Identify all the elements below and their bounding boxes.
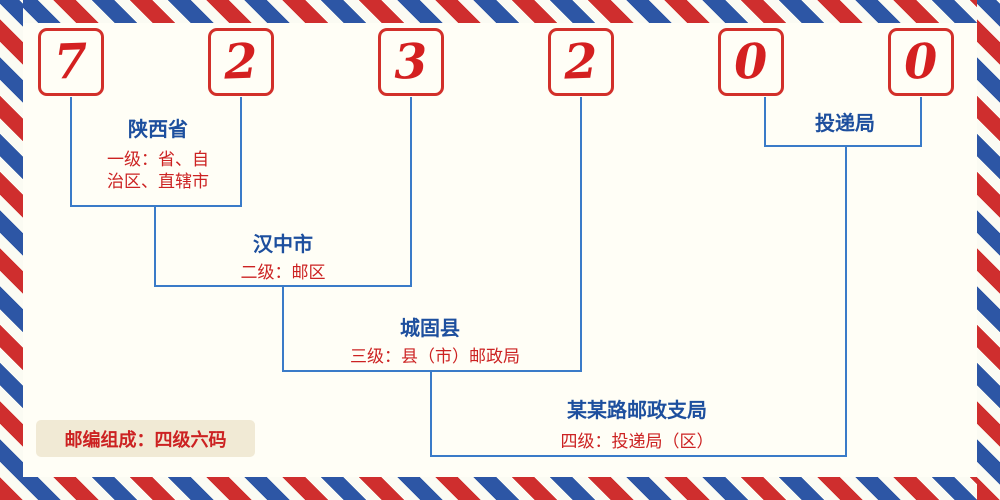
delivery-office-label: 投递局 [815,111,875,135]
level1-desc-line2: 治区、直辖市 [107,172,209,192]
digit-5: 0 [733,33,769,91]
level2-desc: 二级：邮区 [240,263,326,283]
digit-box-1: 7 [38,28,104,96]
level4-name: 某某路邮政支局 [567,398,707,422]
digit-box-6: 0 [888,28,954,96]
digit-1: 7 [53,33,89,91]
level1-name: 陕西省 [128,117,188,141]
digit-box-5: 0 [718,28,784,96]
connector-l3-bottom [282,370,582,372]
airmail-border-bottom [0,477,1000,500]
connector-delivery-left [764,97,766,147]
digit-box-2: 2 [208,28,274,96]
level2-name: 汉中市 [253,232,313,256]
composition-note-label: 邮编组成：四级六码 [64,429,227,451]
airmail-border-top [0,0,1000,23]
airmail-border-right [977,0,1000,500]
connector-l3-left [282,285,284,372]
digit-2: 2 [223,33,259,91]
connector-l2-left [154,205,156,287]
connector-l3-right [580,97,582,372]
level3-desc: 三级：县（市）邮政局 [350,347,520,367]
digit-3: 3 [393,33,429,91]
connector-delivery-right [920,97,922,147]
digit-box-3: 3 [378,28,444,96]
connector-l4-left [430,370,432,457]
connector-l1-bottom [70,205,242,207]
level3-name: 城固县 [400,316,460,340]
connector-l1-right [240,97,242,207]
airmail-border-left [0,0,23,500]
connector-l4-bottom [430,455,847,457]
level1-desc-line1: 一级：省、自 [107,150,209,170]
connector-l4-right [845,145,847,457]
connector-l1-left [70,97,72,207]
connector-l2-right [410,97,412,287]
digit-box-4: 2 [548,28,614,96]
digit-4: 2 [563,33,599,91]
composition-note-box: 邮编组成：四级六码 [36,420,255,457]
connector-delivery-bottom [764,145,922,147]
level4-desc: 四级：投递局（区） [560,432,714,452]
digit-6: 0 [903,33,939,91]
